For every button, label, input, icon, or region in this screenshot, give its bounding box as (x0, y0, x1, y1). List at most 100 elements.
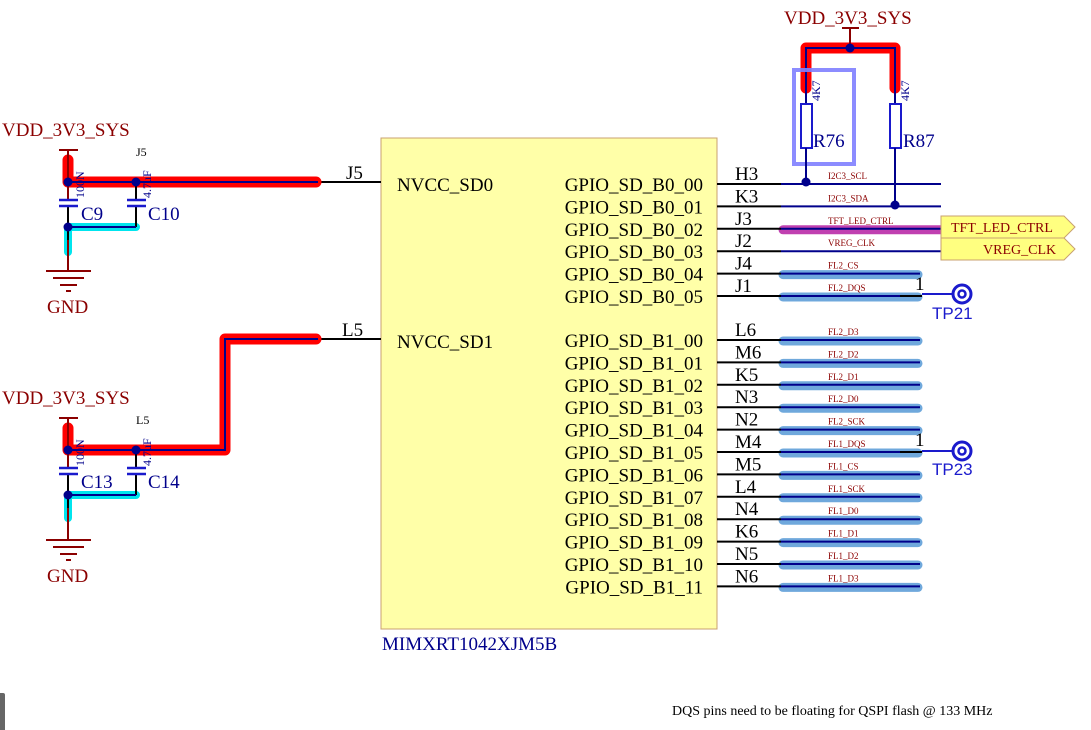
net-highlight-power (62, 154, 322, 188)
pad-label: J1 (735, 276, 752, 297)
net-label: FL1_D0 (828, 506, 859, 516)
pad-label: J5 (346, 163, 363, 184)
junction-dot (63, 445, 73, 455)
net-label: FL2_D2 (828, 349, 859, 359)
net-label: TFT_LED_CTRL (828, 216, 894, 226)
pin-name: GPIO_SD_B1_01 (565, 353, 703, 374)
chip-u-mimxrt1042[interactable]: MIMXRT1042XJM5B (380, 137, 718, 655)
pad-label: N2 (735, 410, 758, 431)
pin-name: GPIO_SD_B1_07 (565, 488, 703, 509)
test-point-tp21[interactable]: 1 TP21 (915, 274, 973, 323)
wire (68, 338, 318, 451)
net-label: FL2_D1 (828, 372, 859, 382)
pad-label: H3 (735, 164, 758, 185)
capacitor-c13[interactable] (59, 466, 78, 476)
pad-label: K3 (735, 186, 758, 207)
port-vreg-clk[interactable]: VREG_CLK (940, 237, 1076, 261)
pad-label: M5 (735, 454, 761, 475)
design-note: DQS pins need to be floating for QSPI fl… (672, 704, 992, 719)
cap-value: 4.7uF (140, 170, 154, 198)
pad-label: N5 (735, 544, 758, 565)
pad-label: L5 (342, 320, 363, 341)
port-tft-led-ctrl[interactable]: TFT_LED_CTRL (940, 215, 1076, 239)
pin-row-gpio-sd-b1-11[interactable]: GPIO_SD_B1_11 N6 FL1_D3 (565, 566, 923, 598)
decoupling-group-l5[interactable]: VDD_3V3_SYS L5 C13 C14 100N 4.7uF GND (2, 333, 322, 587)
net-tag: J5 (136, 145, 147, 159)
pin-row-gpio-sd-b0-01[interactable]: GPIO_SD_B0_01 K3 I2C3_SDA (565, 186, 941, 218)
resistor-ref: R87 (903, 131, 935, 152)
capacitor-c9[interactable] (59, 198, 78, 208)
net-label: FL2_CS (828, 261, 859, 271)
pin-row-gpio-sd-b1-01[interactable]: GPIO_SD_B1_01 M6 FL2_D2 (565, 342, 923, 374)
cap-value: 100N (73, 171, 87, 198)
pullup-group[interactable]: VDD_3V3_SYS R76 4K7 R87 4K7 (784, 8, 935, 210)
port-label: TFT_LED_CTRL (951, 221, 1053, 236)
pin-name: GPIO_SD_B1_11 (565, 577, 703, 598)
decoupling-group-j5[interactable]: VDD_3V3_SYS J5 C9 C10 100N 4.7uF GND (2, 120, 322, 318)
net-label: FL1_DQS (828, 439, 866, 449)
capacitor-c10[interactable] (127, 198, 146, 208)
junction-dot (63, 490, 73, 500)
gnd-label: GND (47, 297, 88, 318)
gnd-symbol (46, 539, 91, 561)
junction-dot (890, 200, 900, 210)
panel-edge-tab[interactable] (0, 693, 5, 730)
resistor-r76[interactable] (800, 103, 813, 182)
net-tag: L5 (136, 413, 149, 427)
junction-dot (131, 177, 141, 187)
pin-name: GPIO_SD_B0_02 (565, 220, 703, 241)
net-label: I2C3_SCL (828, 171, 867, 181)
junction-dot (845, 43, 855, 53)
cap-ref: C14 (148, 472, 180, 493)
net-label: FL1_D1 (828, 529, 859, 539)
pad-label: N6 (735, 566, 758, 587)
pin-name: GPIO_SD_B0_01 (565, 197, 703, 218)
net-label: FL1_D3 (828, 573, 859, 583)
test-point-tp23[interactable]: 1 TP23 (915, 430, 973, 479)
pad-label: L4 (735, 477, 757, 498)
resistor-r87[interactable] (889, 103, 902, 205)
pin-name: GPIO_SD_B1_06 (565, 465, 703, 486)
capacitor-c14[interactable] (127, 466, 146, 476)
pad-label: M6 (735, 342, 761, 363)
resistor-value: 4K7 (898, 80, 912, 101)
gnd-label: GND (47, 566, 88, 587)
chip-designator: MIMXRT1042XJM5B (382, 634, 557, 655)
net-label: VREG_CLK (828, 238, 876, 248)
pin-row-gpio-sd-b1-02[interactable]: GPIO_SD_B1_02 K5 FL2_D1 (565, 365, 923, 397)
chip-body[interactable] (380, 137, 718, 630)
pin-name: NVCC_SD1 (397, 332, 493, 353)
cap-ref: C13 (81, 472, 113, 493)
tp-pin-number: 1 (915, 274, 925, 295)
junction-dot (63, 222, 73, 232)
chip-left-pins: J5 NVCC_SD0 L5 NVCC_SD1 (318, 163, 493, 353)
net-label: I2C3_SDA (828, 193, 869, 203)
net-highlight-gnd (64, 223, 140, 256)
power-net-label: VDD_3V3_SYS (2, 388, 130, 409)
pad-label: N4 (735, 499, 759, 520)
pin-name: GPIO_SD_B0_05 (565, 287, 703, 308)
pin-name: GPIO_SD_B1_02 (565, 376, 703, 397)
port-label: VREG_CLK (983, 243, 1056, 258)
pad-label: K6 (735, 522, 758, 543)
net-label: FL1_D2 (828, 551, 859, 561)
junction-dot (801, 177, 811, 187)
pad-label: K5 (735, 365, 758, 386)
tp-pin-number: 1 (915, 430, 925, 451)
